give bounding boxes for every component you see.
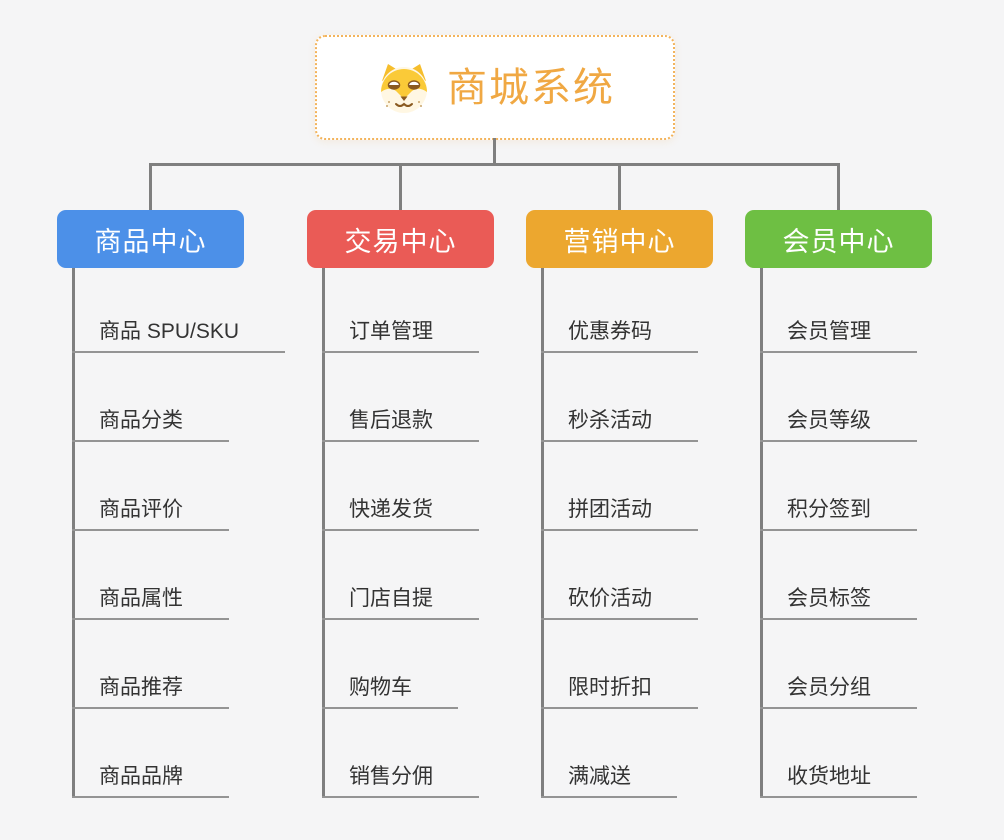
child-node[interactable]: 拼团活动 <box>541 497 698 531</box>
child-node[interactable]: 满减送 <box>541 764 677 798</box>
child-node[interactable]: 门店自提 <box>322 586 479 620</box>
branch-trunk-line <box>322 268 325 798</box>
connector-drop-4 <box>837 165 840 210</box>
connector-drop-1 <box>149 165 152 210</box>
child-node[interactable]: 商品评价 <box>72 497 229 531</box>
child-node[interactable]: 快递发货 <box>322 497 479 531</box>
branch-node-label: 会员中心 <box>782 226 895 257</box>
root-node[interactable]: 商城系统 <box>315 35 675 140</box>
branch-trunk-line <box>72 268 75 798</box>
branch-node-member-center[interactable]: 会员中心 <box>745 210 932 268</box>
branch-product-center: 商品中心 商品 SPU/SKU 商品分类 商品评价 商品属性 商品推荐 商品品牌 <box>57 210 307 810</box>
connector-root-drop <box>493 138 496 164</box>
child-node[interactable]: 商品分类 <box>72 408 229 442</box>
root-node-label: 商城系统 <box>447 65 615 110</box>
child-node[interactable]: 商品属性 <box>72 586 229 620</box>
child-node[interactable]: 会员标签 <box>760 586 917 620</box>
child-node[interactable]: 会员等级 <box>760 408 917 442</box>
child-node[interactable]: 会员分组 <box>760 675 917 709</box>
child-node[interactable]: 购物车 <box>322 675 458 709</box>
branch-node-marketing-center[interactable]: 营销中心 <box>526 210 713 268</box>
connector-drop-2 <box>399 165 402 210</box>
connector-bus <box>149 163 840 166</box>
branch-trunk-line <box>760 268 763 798</box>
branch-node-label: 交易中心 <box>344 226 457 257</box>
child-node[interactable]: 订单管理 <box>322 319 479 353</box>
child-node[interactable]: 砍价活动 <box>541 586 698 620</box>
branch-trunk-line <box>541 268 544 798</box>
branch-trade-center: 交易中心 订单管理 售后退款 快递发货 门店自提 购物车 销售分佣 <box>307 210 557 810</box>
child-node[interactable]: 商品品牌 <box>72 764 229 798</box>
child-node[interactable]: 销售分佣 <box>322 764 479 798</box>
child-node[interactable]: 收货地址 <box>760 764 917 798</box>
child-node[interactable]: 商品 SPU/SKU <box>72 319 286 353</box>
child-node[interactable]: 售后退款 <box>322 408 479 442</box>
branch-node-product-center[interactable]: 商品中心 <box>57 210 244 268</box>
child-node[interactable]: 积分签到 <box>760 497 917 531</box>
branch-member-center: 会员中心 会员管理 会员等级 积分签到 会员标签 会员分组 收货地址 <box>745 210 995 810</box>
branch-node-trade-center[interactable]: 交易中心 <box>307 210 494 268</box>
branch-node-label: 营销中心 <box>563 226 676 257</box>
branch-node-label: 商品中心 <box>94 226 207 257</box>
child-node[interactable]: 商品推荐 <box>72 675 229 709</box>
connector-drop-3 <box>618 165 621 210</box>
child-node[interactable]: 秒杀活动 <box>541 408 698 442</box>
child-node[interactable]: 会员管理 <box>760 319 917 353</box>
child-node[interactable]: 限时折扣 <box>541 675 698 709</box>
branch-marketing-center: 营销中心 优惠券码 秒杀活动 拼团活动 砍价活动 限时折扣 满减送 <box>526 210 776 810</box>
shiba-dog-icon <box>375 62 433 114</box>
child-node[interactable]: 优惠券码 <box>541 319 698 353</box>
